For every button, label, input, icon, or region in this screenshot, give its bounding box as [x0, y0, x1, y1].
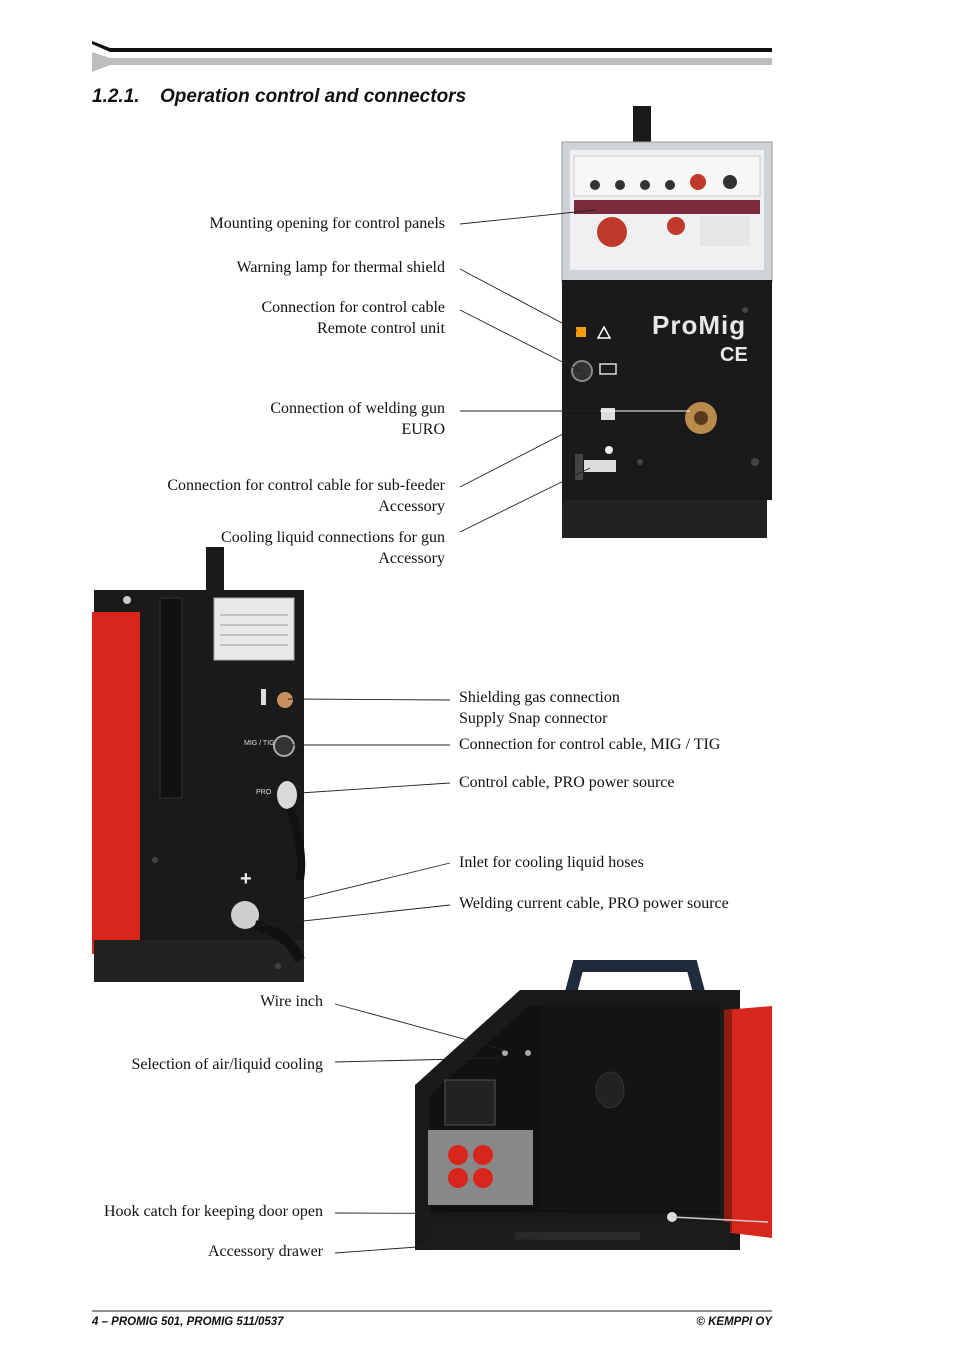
label-line: Supply Snap connector [459, 710, 608, 727]
section-heading: 1.2.1. Operation control and connectors [92, 86, 466, 108]
label-pro-control-cable: Control cable, PRO power source [459, 772, 675, 793]
label-line: Wire inch [260, 993, 323, 1010]
label-line: Connection for control cable, MIG / TIG [459, 736, 721, 753]
header-rule [92, 41, 772, 72]
label-line: Cooling liquid connections for gun [221, 529, 445, 546]
label-line: Inlet for cooling liquid hoses [459, 854, 644, 871]
section-number: 1.2.1. [92, 86, 140, 107]
back-mig-tig-label: MIG / TIG [244, 740, 275, 747]
label-line: EURO [401, 421, 445, 438]
label-line: Connection of welding gun [270, 400, 445, 417]
brand-logo: ProMig [652, 310, 747, 340]
ce-mark: CE [720, 344, 748, 366]
label-cooling-selection: Selection of air/liquid cooling [131, 1054, 323, 1075]
label-cooling-liquid-connections: Cooling liquid connections for gun Acces… [221, 527, 445, 569]
label-line: Connection for control cable for sub-fee… [167, 477, 445, 494]
label-line: Accessory drawer [207, 1243, 323, 1260]
label-line: Warning lamp for thermal shield [236, 259, 445, 276]
label-line: Accessory [378, 550, 445, 567]
label-line: Hook catch for keeping door open [103, 1203, 323, 1220]
footer-right: © KEMPPI OY [696, 1316, 772, 1328]
label-mig-tig-connection: Connection for control cable, MIG / TIG [459, 734, 720, 755]
label-line: Remote control unit [317, 320, 445, 337]
back-plus-label: + [240, 868, 252, 890]
label-warning-lamp: Warning lamp for thermal shield [237, 257, 445, 278]
label-line: Welding current cable, PRO power source [459, 895, 729, 912]
back-pro-label: PRO [256, 789, 272, 796]
label-mounting-opening: Mounting opening for control panels [209, 213, 445, 234]
label-line: Shielding gas connection [459, 689, 620, 706]
label-line: Accessory [378, 498, 445, 515]
label-line: Connection for control cable [261, 299, 446, 316]
label-line: Mounting opening for control panels [209, 215, 445, 232]
label-remote-control-connection: Connection for control cable Remote cont… [262, 297, 446, 339]
label-shielding-gas: Shielding gas connection Supply Snap con… [459, 687, 620, 729]
label-cooling-inlet: Inlet for cooling liquid hoses [459, 852, 644, 873]
label-line: Control cable, PRO power source [459, 774, 675, 791]
label-sub-feeder-connection: Connection for control cable for sub-fee… [167, 475, 445, 517]
label-accessory-drawer: Accessory drawer [208, 1241, 323, 1262]
label-line: Selection of air/liquid cooling [131, 1056, 323, 1073]
label-wire-inch: Wire inch [260, 991, 323, 1012]
section-title: Operation control and connectors [160, 86, 467, 107]
label-welding-gun-connection: Connection of welding gun EURO [270, 398, 445, 440]
footer-left: 4 – PROMIG 501, PROMIG 511/0537 [92, 1316, 284, 1328]
label-hook-catch: Hook catch for keeping door open [104, 1201, 323, 1222]
label-welding-current-cable: Welding current cable, PRO power source [459, 893, 729, 914]
